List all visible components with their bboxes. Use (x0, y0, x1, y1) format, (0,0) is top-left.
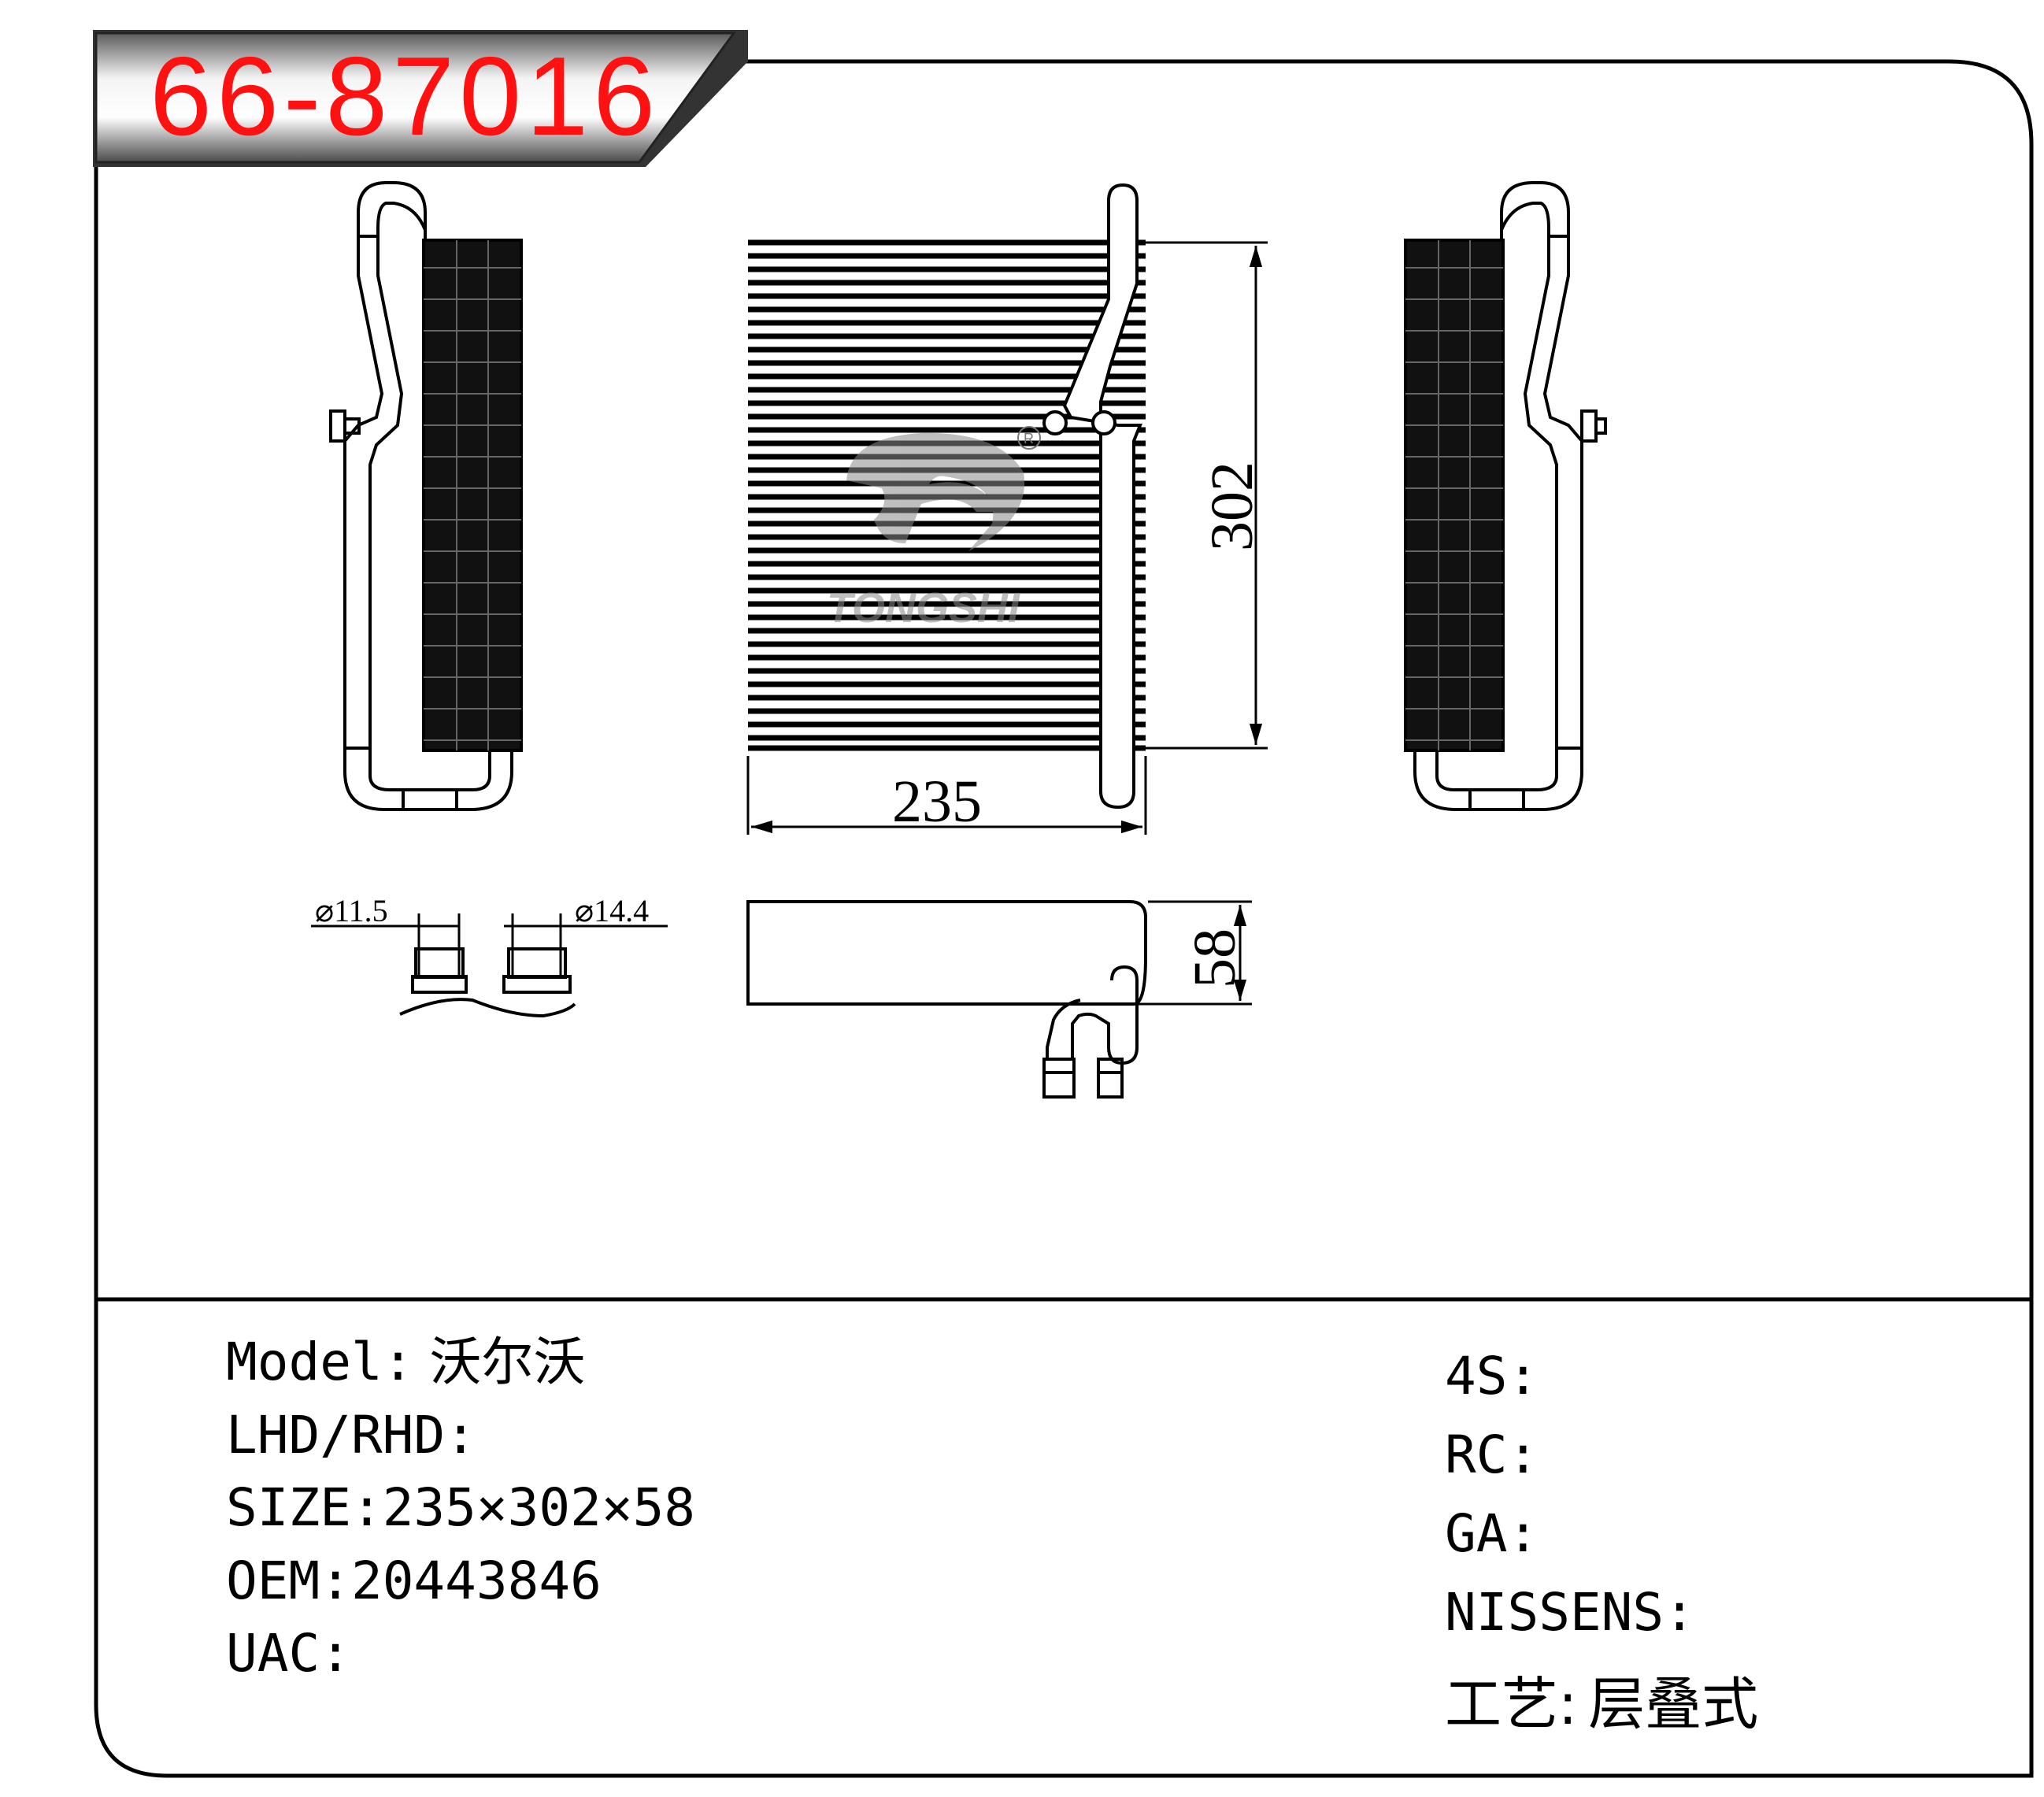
watermark-logo (846, 432, 1025, 551)
part-number: 66-87016 (150, 34, 661, 159)
spec-ga: GA: (1445, 1508, 1539, 1560)
front-pipe-port-1 (1042, 410, 1068, 435)
right-inner-pipe (1435, 202, 1558, 791)
pipe-diameter-detail (311, 913, 668, 1018)
spec-oem-value: 20443846 (350, 1551, 602, 1611)
left-fin-stack (422, 239, 523, 752)
watermark-text: TONGSHI (827, 584, 1020, 632)
spec-process-value: 层叠式 (1588, 1671, 1759, 1737)
spec-4s: 4S: (1445, 1351, 1539, 1402)
spec-nissens: NISSENS: (1445, 1587, 1695, 1639)
depth-dimension-line (1134, 900, 1252, 1006)
registered-mark-icon (1017, 426, 1041, 450)
front-tube-rows (748, 239, 1146, 751)
front-pipe-port-2 (1091, 410, 1116, 435)
spec-process-label: 工艺: (1445, 1671, 1578, 1737)
spec-4s-label: 4S: (1445, 1346, 1539, 1406)
height-dimension-line (1142, 241, 1268, 750)
height-dimension-label: 302 (1199, 461, 1265, 551)
spec-rc-label: RC: (1445, 1425, 1539, 1485)
depth-dimension-label: 58 (1182, 928, 1248, 988)
bottom-pipe-stub-2 (1097, 1058, 1124, 1099)
front-view: TONGSHI R 302 235 (746, 183, 1268, 835)
spec-process: 工艺:层叠式 (1445, 1676, 1758, 1732)
right-side-view (1404, 181, 1607, 811)
spec-size-value: 235×302×58 (382, 1477, 696, 1538)
spec-size-label: SIZE: (226, 1477, 383, 1538)
registered-mark: R (1024, 431, 1034, 446)
width-dimension-label: 235 (892, 769, 982, 835)
pipe-diameter-1-label: ⌀11.5 (315, 893, 388, 928)
left-side-view (329, 181, 523, 811)
spec-rc: RC: (1445, 1429, 1539, 1481)
spec-lhd-rhd: LHD/RHD: (226, 1410, 476, 1462)
spec-ga-label: GA: (1445, 1503, 1539, 1564)
right-outer-pipe (1413, 181, 1583, 811)
width-dimension-line (746, 756, 1147, 835)
pipe-diameter-2-label: ⌀14.4 (575, 893, 649, 928)
right-inlet-stub (1580, 409, 1598, 443)
bottom-pipe (1071, 965, 1139, 1065)
spec-model: Model:沃尔沃 (226, 1336, 585, 1388)
part-number-banner (93, 30, 748, 167)
spec-uac-label: UAC: (226, 1623, 351, 1684)
outer-frame (94, 59, 2034, 1778)
spec-oem-label: OEM: (226, 1551, 351, 1611)
spec-uac: UAC: (226, 1628, 351, 1680)
spec-size: SIZE:235×302×58 (226, 1482, 695, 1534)
spec-nissens-label: NISSENS: (1445, 1582, 1695, 1643)
bottom-pipe-stub-1 (1042, 1058, 1076, 1099)
spec-model-label: Model: (226, 1332, 414, 1392)
spec-lhd-rhd-label: LHD/RHD: (226, 1405, 476, 1465)
spec-model-value: 沃尔沃 (429, 1332, 586, 1392)
bottom-view (746, 900, 1147, 1099)
bottom-core-outline (746, 900, 1147, 1006)
spec-oem: OEM:20443846 (226, 1555, 602, 1607)
left-inner-pipe (368, 202, 491, 791)
front-manifold-pipe (1062, 183, 1142, 810)
left-inlet-stub (329, 409, 346, 443)
right-fin-stack (1404, 239, 1505, 752)
